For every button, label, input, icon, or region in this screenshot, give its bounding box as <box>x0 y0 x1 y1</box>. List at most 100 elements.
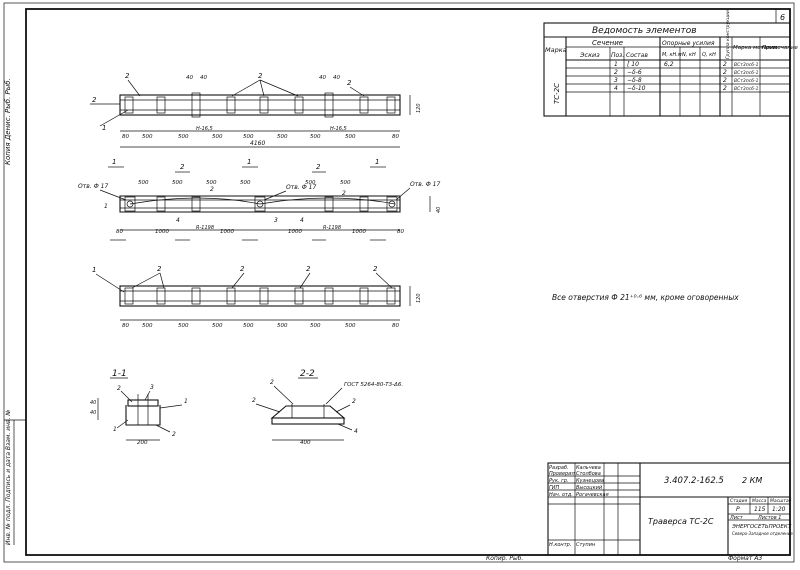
svg-text:2: 2 <box>723 61 727 68</box>
svg-text:Разраб.: Разраб. <box>549 465 569 471</box>
hole-note: Отв. Ф 17 <box>286 184 316 191</box>
svg-text:2: 2 <box>172 431 176 438</box>
svg-text:500: 500 <box>212 134 223 140</box>
hole-note: Отв. Ф 17 <box>410 181 440 188</box>
doc-code: 3.407.2-162.5 <box>664 476 724 486</box>
hole-note: Н-16,5 <box>330 126 347 132</box>
stage-value: Р <box>736 506 740 513</box>
svg-text:40: 40 <box>186 75 193 81</box>
svg-text:Ступин: Ступин <box>576 542 596 548</box>
svg-text:ВСт3пс6-1: ВСт3пс6-1 <box>734 62 759 68</box>
svg-text:1000: 1000 <box>155 229 169 235</box>
svg-text:500: 500 <box>243 323 254 329</box>
col-poz: Поз. <box>611 52 624 59</box>
svg-text:[ 10: [ 10 <box>627 61 639 68</box>
doc-part: 2 КМ <box>742 476 762 485</box>
svg-text:2: 2 <box>614 69 618 76</box>
svg-text:1000: 1000 <box>352 229 366 235</box>
svg-text:500: 500 <box>142 134 153 140</box>
svg-text:Листов 1: Листов 1 <box>757 515 781 521</box>
col-marka: Марка <box>545 46 567 54</box>
drawing-name: Траверса ТС-2С <box>648 517 714 526</box>
svg-text:4: 4 <box>354 428 358 435</box>
svg-text:80: 80 <box>392 134 399 140</box>
element-mark: ТС-2С <box>553 83 561 104</box>
top-view: 2 1 2 2 2 40 40 40 40 Н-16,5 Н-16,5 120 … <box>90 72 422 148</box>
svg-text:1000: 1000 <box>288 229 302 235</box>
svg-text:80: 80 <box>392 323 399 329</box>
table-row: 2 −δ-6 2 ВСт3пс6-1 <box>614 69 759 76</box>
svg-text:ГИП: ГИП <box>549 485 560 491</box>
col-n: N, кН <box>682 52 696 58</box>
svg-text:2: 2 <box>723 85 727 92</box>
callout: 2 <box>157 265 162 273</box>
svg-text:3: 3 <box>274 217 278 224</box>
svg-text:2: 2 <box>723 69 727 76</box>
svg-text:2: 2 <box>342 190 346 197</box>
svg-text:4: 4 <box>614 85 618 92</box>
weld-standard: ГОСТ 5264-80-Т3-Δ6. <box>344 382 403 388</box>
organization: ЭНЕРГОСЕТЬПРОЕКТ <box>731 524 792 530</box>
svg-text:−δ-8: −δ-8 <box>627 77 642 84</box>
svg-text:1: 1 <box>104 203 108 210</box>
section-mark: 1 <box>112 158 116 166</box>
title-row: ГИП Высоцкий <box>549 485 603 491</box>
title-row: Н.контр. Ступин <box>549 542 596 548</box>
svg-text:−δ-10: −δ-10 <box>627 85 646 92</box>
section-mark: 2 <box>316 163 321 171</box>
copied-by: Копир. Рыб. <box>486 555 523 562</box>
callout: 1 <box>102 124 106 132</box>
svg-text:500: 500 <box>178 134 189 140</box>
svg-text:500: 500 <box>142 323 153 329</box>
svg-text:120: 120 <box>416 103 422 113</box>
svg-text:1: 1 <box>113 426 117 433</box>
svg-text:2: 2 <box>92 96 97 104</box>
middle-view: 1 2 1 2 1 500 500 500 500 500 500 Отв. Ф… <box>78 158 442 241</box>
hole-note: Н-16,5 <box>196 126 213 132</box>
callout: 2 <box>373 265 378 273</box>
svg-text:500: 500 <box>340 180 351 186</box>
svg-text:Столбова: Столбова <box>576 471 601 477</box>
total-length: 4160 <box>250 140 265 147</box>
svg-text:Кальчева: Кальчева <box>576 465 601 471</box>
svg-text:ВСт3пс6-1: ВСт3пс6-1 <box>734 86 759 92</box>
svg-text:3: 3 <box>614 77 618 84</box>
svg-text:−δ-6: −δ-6 <box>627 69 642 76</box>
svg-text:Нач. отд.: Нач. отд. <box>549 492 573 498</box>
svg-text:500: 500 <box>345 323 356 329</box>
svg-text:40: 40 <box>436 207 442 213</box>
svg-text:80: 80 <box>122 134 129 140</box>
title-row: Нач. отд. Рогачевская <box>549 492 609 498</box>
general-note: Все отверстия Ф 21⁺⁰·⁶ мм, кроме оговоре… <box>552 293 739 302</box>
svg-text:Высоцкий: Высоцкий <box>576 485 603 491</box>
svg-text:1000: 1000 <box>220 229 234 235</box>
svg-text:500: 500 <box>310 323 321 329</box>
section-mark: 1 <box>375 158 379 166</box>
callout: 2 <box>306 265 311 273</box>
svg-text:500: 500 <box>277 323 288 329</box>
title-row: Рук. гр. Кузнецова <box>549 478 604 484</box>
section-1-1: 1-1 2 3 1 1 2 40 40 200 <box>90 369 188 446</box>
svg-text:3: 3 <box>150 384 154 391</box>
svg-text:Проверил: Проверил <box>549 471 575 477</box>
svg-text:500: 500 <box>172 180 183 186</box>
svg-text:Рогачевская: Рогачевская <box>576 492 609 498</box>
col-q: Q, кН <box>702 52 716 58</box>
section-title: 1-1 <box>112 369 127 379</box>
svg-text:2: 2 <box>723 77 727 84</box>
svg-text:500: 500 <box>240 180 251 186</box>
callout: 2 <box>125 72 130 80</box>
table-row: 1 [ 10 6,2 2 ВСт3пс6-1 <box>614 61 759 68</box>
svg-text:120: 120 <box>416 293 422 303</box>
section-title: 2-2 <box>300 369 315 379</box>
svg-text:Кузнецова: Кузнецова <box>576 478 604 484</box>
svg-text:40: 40 <box>90 410 96 416</box>
page-number: 6 <box>780 13 785 22</box>
side-label-top: Копия Денис. Рыб. Рыб. <box>4 78 12 165</box>
svg-text:200: 200 <box>137 440 148 446</box>
sheet-format: Формат А3 <box>728 555 762 562</box>
radius-note: R-1198 <box>323 225 341 231</box>
svg-text:ВСт3пс6-1: ВСт3пс6-1 <box>734 78 759 84</box>
svg-text:500: 500 <box>345 134 356 140</box>
svg-text:Масса: Масса <box>752 498 767 504</box>
